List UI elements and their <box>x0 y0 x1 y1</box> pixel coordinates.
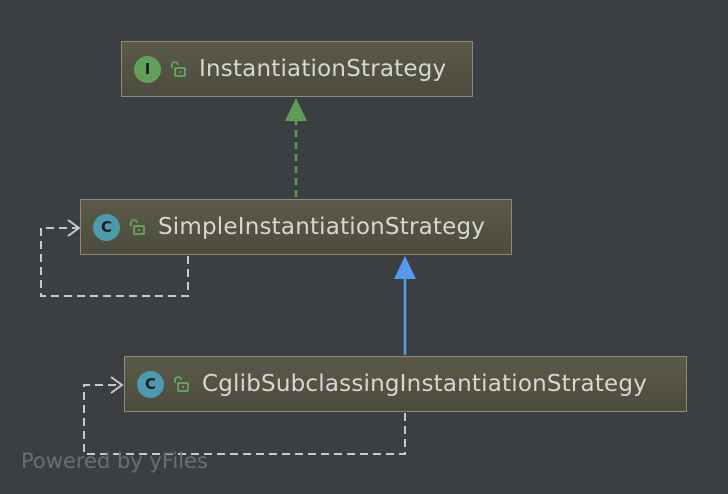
class-badge-icon: C <box>93 213 120 241</box>
unlocked-padlock-icon <box>171 61 186 77</box>
node-cglib-subclassing-instantiation-strategy[interactable]: C CglibSubclassingInstantiationStrategy <box>124 356 687 412</box>
implements-arrowhead <box>285 98 307 121</box>
extends-arrowhead <box>394 256 416 279</box>
self-edge-cglib-arrowhead <box>110 376 124 394</box>
node-instantiation-strategy[interactable]: I InstantiationStrategy <box>121 41 473 97</box>
class-badge-icon: C <box>137 370 164 398</box>
self-edge-cglib <box>83 384 406 455</box>
node-label: CglibSubclassingInstantiationStrategy <box>202 371 648 397</box>
unlocked-padlock-icon <box>174 376 189 392</box>
interface-badge-icon: I <box>134 55 161 83</box>
self-edge-simple-arrowhead <box>67 219 81 237</box>
self-edge-simple <box>40 227 189 297</box>
node-simple-instantiation-strategy[interactable]: C SimpleInstantiationStrategy <box>80 199 512 255</box>
unlocked-padlock-icon <box>130 219 145 235</box>
yfiles-watermark: Powered by yFiles <box>21 449 208 473</box>
node-label: InstantiationStrategy <box>199 56 447 82</box>
node-label: SimpleInstantiationStrategy <box>158 214 486 240</box>
